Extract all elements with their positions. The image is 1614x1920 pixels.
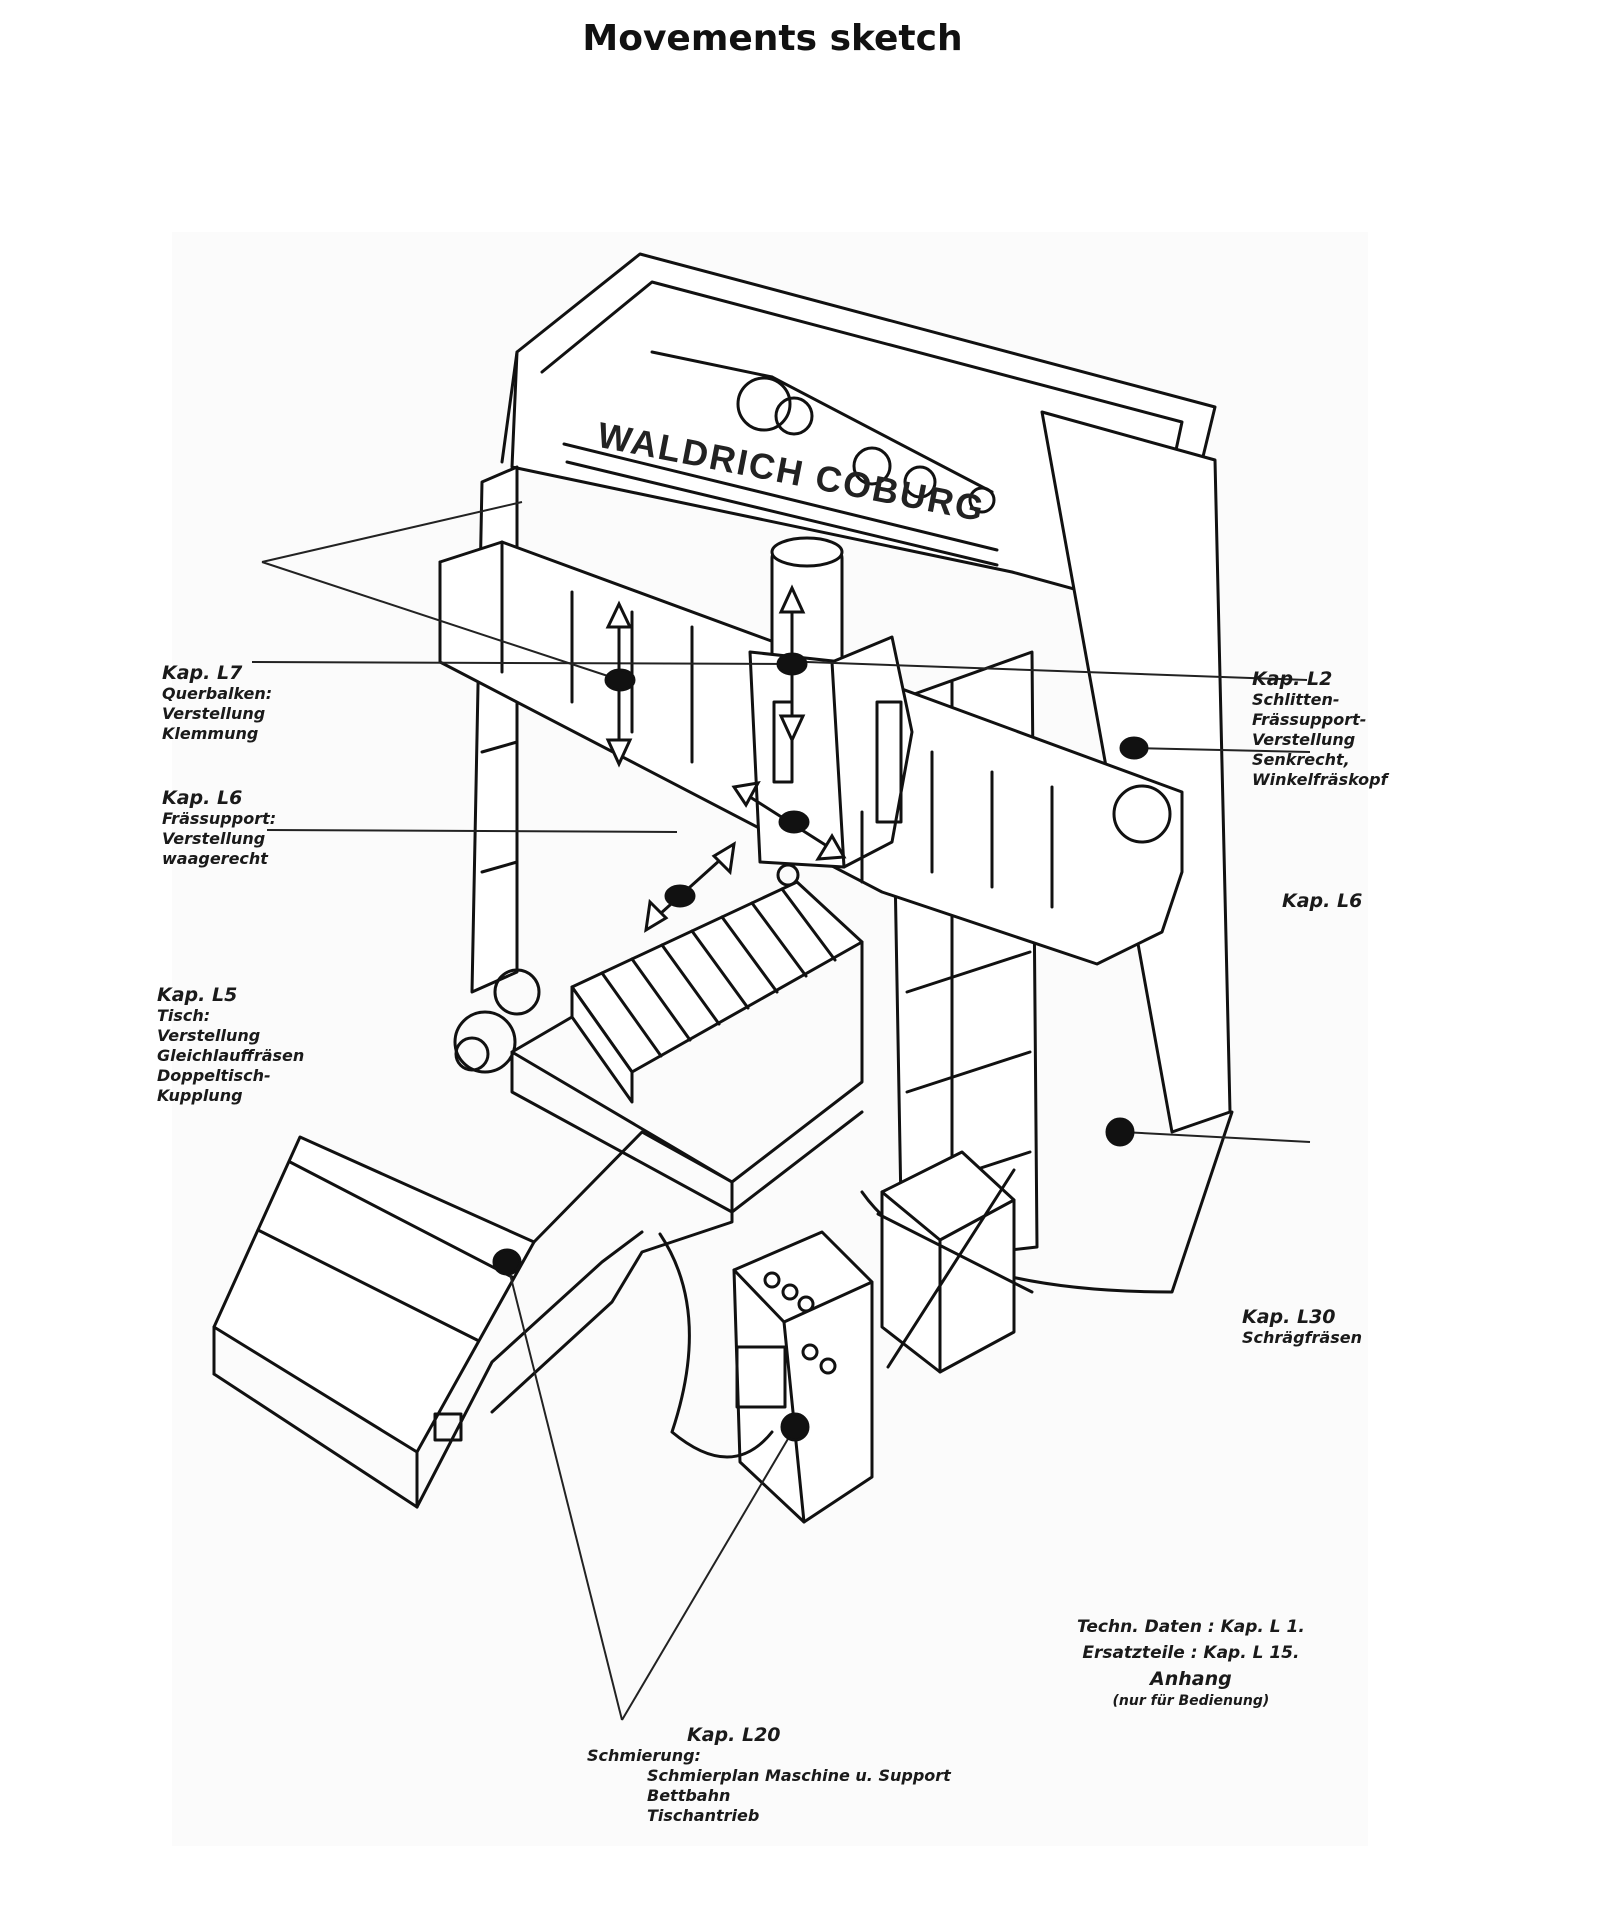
label-kap-l5: Kap. L5 Tisch: Verstellung Gleichlauffrä… — [157, 984, 305, 1105]
swivel-head-box — [876, 1150, 1034, 1374]
label-kap-l6-left: Kap. L6 Frässupport: Verstellung waagere… — [162, 787, 277, 868]
milling-head — [748, 536, 914, 887]
machine-sketch: WALDRICH COBURG Kap. L7 Querbalken: Vers… — [157, 232, 1388, 1846]
top-crossbeam — [500, 252, 1217, 616]
label-kap-l7: Kap. L7 Querbalken: Verstellung Klemmung — [162, 662, 273, 743]
label-kap-l30: Kap. L30 Schrägfräsen — [1242, 1306, 1362, 1347]
leader-lines — [251, 501, 1311, 1721]
page-title: Movements sketch — [582, 18, 963, 59]
movement-markers — [492, 584, 1149, 1442]
milling-machine-drawing — [212, 252, 1311, 1721]
label-kap-l20: Kap. L20 Schmierung: Schmierplan Maschin… — [587, 1724, 951, 1825]
label-kap-l2: Kap. L2 Schlitten- Frässupport- Verstell… — [1252, 668, 1388, 789]
label-appendix: Techn. Daten : Kap. L 1. Ersatzteile : K… — [1077, 1617, 1305, 1709]
label-kap-l6-right: Kap. L6 — [1282, 890, 1363, 912]
front-bed — [212, 1130, 734, 1509]
control-pendant — [658, 1230, 874, 1524]
